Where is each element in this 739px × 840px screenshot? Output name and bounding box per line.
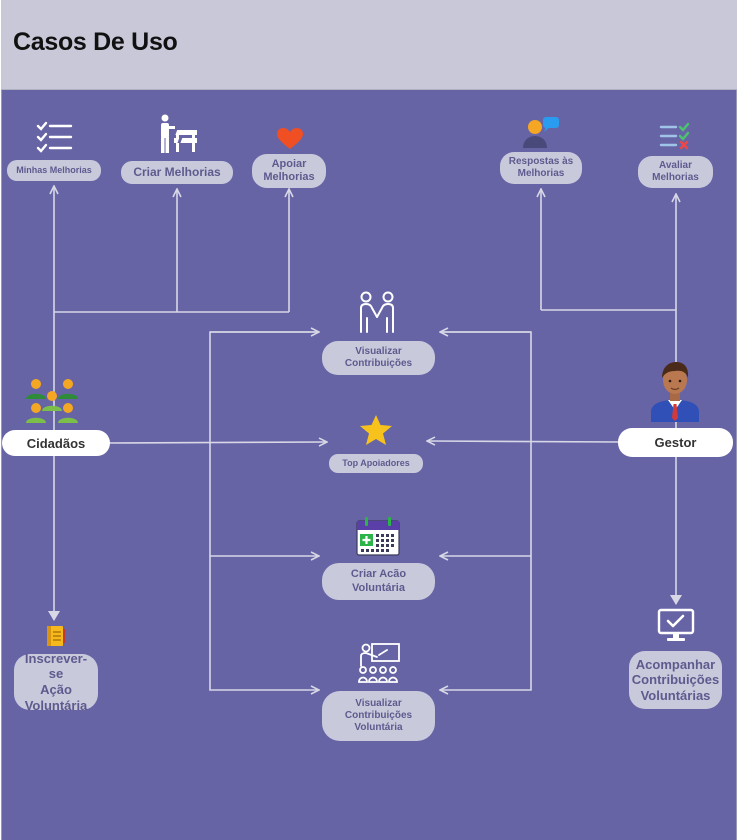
- handshake-icon: [360, 291, 394, 333]
- use-case-avaliar-melhorias[interactable]: Avaliar Melhorias: [638, 156, 713, 188]
- actor-gestor[interactable]: Gestor: [618, 428, 733, 457]
- use-case-visualizar-contribuicoes-voluntaria[interactable]: Visualizar Contribuições Voluntária: [322, 691, 435, 741]
- checklist-icon: [36, 121, 73, 153]
- heart-icon: [277, 128, 303, 149]
- monitor-check-icon: [657, 608, 695, 641]
- manager-avatar-icon: [651, 362, 699, 422]
- use-case-criar-acao-voluntaria[interactable]: Criar Acão Voluntária: [322, 563, 435, 600]
- use-case-inscrever-se-acao-voluntaria[interactable]: Inscrever-se Ação Voluntária: [14, 651, 98, 713]
- star-icon: [360, 415, 392, 445]
- use-case-visualizar-contribuicoes[interactable]: Visualizar Contribuições: [322, 341, 435, 375]
- use-case-top-apoiadores[interactable]: Top Apoiadores: [329, 454, 423, 473]
- worker-barrier-icon: [161, 114, 197, 153]
- page-title: Casos De Uso: [13, 28, 178, 56]
- calendar-icon: [356, 517, 400, 556]
- header-bar: Casos De Uso: [1, 0, 737, 90]
- use-case-respostas-melhorias[interactable]: Respostas às Melhorias: [500, 152, 582, 184]
- teacher-board-icon: [358, 643, 400, 683]
- people-group-icon: [26, 379, 78, 423]
- use-case-criar-melhorias[interactable]: Criar Melhorias: [121, 161, 233, 184]
- use-case-acompanhar-contribuicoes[interactable]: Acompanhar Contribuições Voluntárias: [629, 651, 722, 709]
- use-case-minhas-melhorias[interactable]: Minhas Melhorias: [7, 160, 101, 181]
- evaluation-list-icon: [659, 122, 690, 150]
- chat-people-icon: [523, 117, 559, 148]
- notebook-icon: [47, 626, 65, 646]
- use-case-apoiar-melhorias[interactable]: Apoiar Melhorias: [252, 154, 326, 188]
- actor-cidadaos[interactable]: Cidadãos: [2, 430, 110, 456]
